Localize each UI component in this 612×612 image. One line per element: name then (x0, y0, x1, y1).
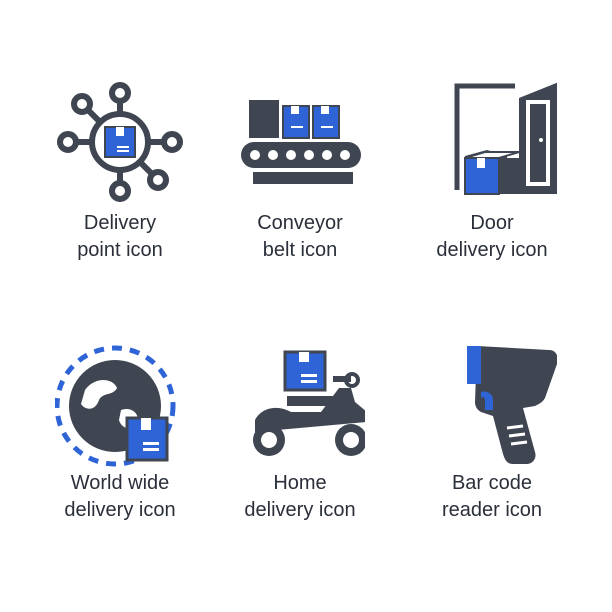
conveyor-belt-icon (241, 100, 361, 184)
world-wide-delivery-label: World wide delivery icon (64, 472, 176, 521)
conveyor-belt-label: Conveyor belt icon (257, 212, 343, 261)
world-wide-delivery-icon (55, 345, 176, 467)
door-delivery-card: Door delivery icon (392, 80, 592, 264)
door-delivery-label: Door delivery icon (436, 212, 548, 261)
delivery-point-label: Delivery point icon (77, 212, 163, 261)
bar-code-reader-icon (467, 346, 557, 464)
home-delivery-card: Home delivery icon (200, 340, 400, 524)
world-wide-delivery-card: World wide delivery icon (20, 340, 220, 524)
delivery-point-icon (57, 82, 183, 202)
conveyor-belt-card: Conveyor belt icon (200, 80, 400, 264)
delivery-point-card: Delivery point icon (20, 80, 220, 264)
bar-code-reader-card: Bar code reader icon (392, 340, 592, 524)
home-delivery-icon (253, 350, 365, 456)
door-delivery-icon (454, 82, 557, 195)
bar-code-reader-label: Bar code reader icon (441, 472, 543, 521)
home-delivery-label: Home delivery icon (244, 472, 356, 521)
